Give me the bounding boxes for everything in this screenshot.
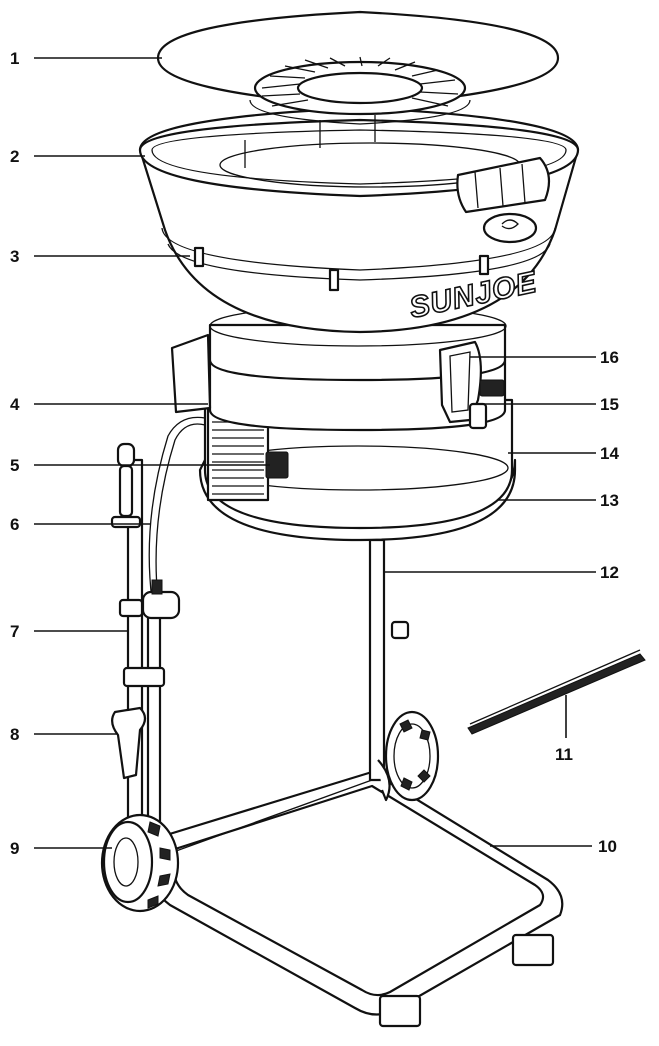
handle-assembly (110, 416, 206, 780)
callout-11: 11 (555, 745, 573, 764)
callout-9: 9 (10, 839, 19, 858)
scraper-blade (467, 649, 646, 735)
callout-10: 10 (598, 837, 617, 856)
callout-3: 3 (10, 247, 19, 266)
callout-13: 13 (600, 491, 619, 510)
callout-8: 8 (10, 725, 19, 744)
front-wheel (100, 813, 180, 913)
callout-6: 6 (10, 515, 19, 534)
hopper: SUNJOE (138, 106, 580, 334)
callout-5: 5 (10, 456, 19, 475)
callout-15: 15 (600, 395, 619, 414)
callout-1: 1 (10, 49, 19, 68)
callout-numbers: 1 2 3 4 5 6 7 8 9 10 11 12 13 14 15 16 (10, 49, 619, 858)
callout-12: 12 (600, 563, 619, 582)
cart-frame (126, 458, 564, 1028)
callout-14: 14 (600, 444, 619, 463)
callout-7: 7 (10, 622, 19, 641)
callout-4: 4 (10, 395, 20, 414)
callout-16: 16 (600, 348, 619, 367)
hopper-lid (156, 10, 560, 125)
rear-wheel (384, 710, 440, 802)
callout-2: 2 (10, 147, 19, 166)
leader-lines (34, 57, 596, 849)
motor-housing (170, 305, 517, 542)
